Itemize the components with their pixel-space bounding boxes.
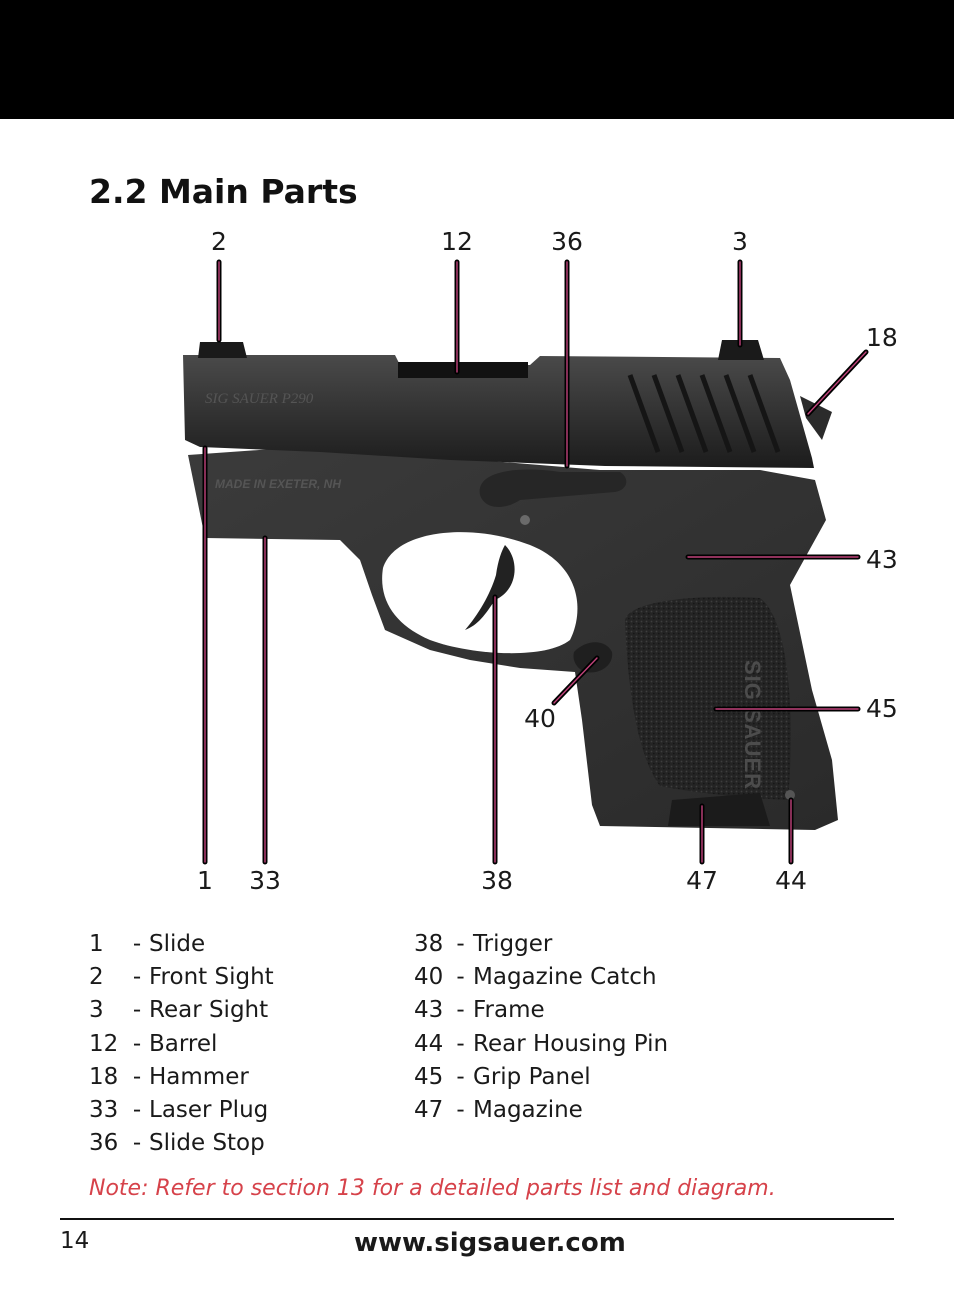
part-number: 38 [414,931,444,957]
trigger-shape [465,545,515,630]
part-name: Front Sight [149,964,274,991]
callout-43: 43 [866,545,898,574]
part-name: Rear Housing Pin [473,1030,669,1057]
parts-list-item: 2 -Front Sight [89,961,274,994]
callout-44: 44 [775,866,807,895]
part-separator: - [132,1130,142,1157]
slide-serrations [627,374,781,453]
takedown-pin [520,515,530,525]
part-number: 3 [89,997,104,1024]
part-separator: - [456,1096,465,1123]
leader-lines [202,259,869,865]
part-name: Hammer [149,1063,249,1090]
part-separator: - [132,1063,142,1090]
part-separator: - [456,931,465,957]
frame-engraving: MADE IN EXETER, NH [215,477,341,491]
footer-divider [60,1218,894,1220]
trigger-guard-opening [382,532,578,654]
rear-sight-shape [718,340,764,360]
parts-list-item: 18-Hammer [89,1061,274,1094]
part-number: 1 [89,931,104,957]
magazine-base-shape [668,793,770,826]
parts-list-item: 44-Rear Housing Pin [414,1028,668,1061]
slide-stop-shape [479,469,627,507]
parts-list-item: 1 -Slide [89,928,274,961]
grip-panel-shape [625,596,791,800]
part-number: 36 [89,1130,119,1157]
part-name: Frame [473,997,545,1024]
part-separator: - [132,931,142,957]
parts-list-item: 33-Laser Plug [89,1094,274,1127]
pistol-diagram: SIG SAUER SIG SAUER P290 MADE IN EXETER,… [183,227,898,895]
page-number: 14 [60,1228,90,1254]
parts-list-item: 3 -Rear Sight [89,994,274,1027]
callout-33: 33 [249,866,281,895]
part-separator: - [456,964,465,991]
part-name: Slide [149,931,206,957]
hammer-shape [800,396,832,440]
part-number: 18 [89,1063,119,1090]
part-name: Rear Sight [149,997,269,1024]
parts-list-item: 45-Grip Panel [414,1061,668,1094]
part-separator: - [456,1030,465,1057]
part-name: Trigger [473,931,553,957]
part-separator: - [132,1030,142,1057]
parts-list-item: 40-Magazine Catch [414,961,668,994]
part-name: Slide Stop [149,1130,265,1157]
front-sight-shape [198,342,247,358]
part-number: 12 [89,1030,119,1057]
part-number: 44 [414,1030,444,1057]
parts-list-item: 47-Magazine [414,1094,668,1127]
parts-list-item: 36-Slide Stop [89,1127,274,1160]
section-title: 2.2 Main Parts [89,172,358,211]
callout-1: 1 [197,866,213,895]
part-name: Barrel [149,1030,218,1057]
part-number: 43 [414,997,444,1024]
barrel-window-shape [398,362,528,378]
callout-47: 47 [686,866,718,895]
magazine-catch-shape [573,642,613,673]
callout-12: 12 [441,227,473,256]
parts-list-item: 12-Barrel [89,1028,274,1061]
callout-3: 3 [732,227,748,256]
part-name: Grip Panel [473,1063,591,1090]
part-separator: - [456,997,465,1024]
callout-38: 38 [481,866,513,895]
part-separator: - [132,964,142,991]
part-name: Laser Plug [149,1096,269,1123]
part-number: 40 [414,964,444,991]
part-separator: - [132,997,142,1024]
callout-2: 2 [211,227,227,256]
callout-40: 40 [524,704,556,733]
parts-list-right: 38-Trigger 40-Magazine Catch 43-Frame 44… [414,928,668,1127]
part-separator: - [456,1063,465,1090]
callout-36: 36 [551,227,583,256]
part-separator: - [132,1096,142,1123]
part-name: Magazine Catch [473,964,657,991]
header-bar [0,0,954,119]
part-number: 47 [414,1096,444,1123]
parts-list-item: 43-Frame [414,994,668,1027]
parts-list-left: 1-Slide 2-Front Sight 3-Rear Sight 12-Ba… [89,928,274,1160]
reference-note: Note: Refer to section 13 for a detailed… [89,1176,776,1201]
part-number: 2 [89,964,104,991]
part-name: Magazine [473,1096,583,1123]
part-number: 33 [89,1096,119,1123]
website-url: www.sigsauer.com [354,1228,626,1258]
part-number: 45 [414,1063,444,1090]
grip-brand-mark: SIG SAUER [740,660,765,790]
rear-housing-pin-shape [785,790,795,800]
slide-engraving: SIG SAUER P290 [205,391,314,407]
callout-18: 18 [866,323,898,352]
callout-45: 45 [866,694,898,723]
parts-list-item: 38-Trigger [414,928,668,961]
